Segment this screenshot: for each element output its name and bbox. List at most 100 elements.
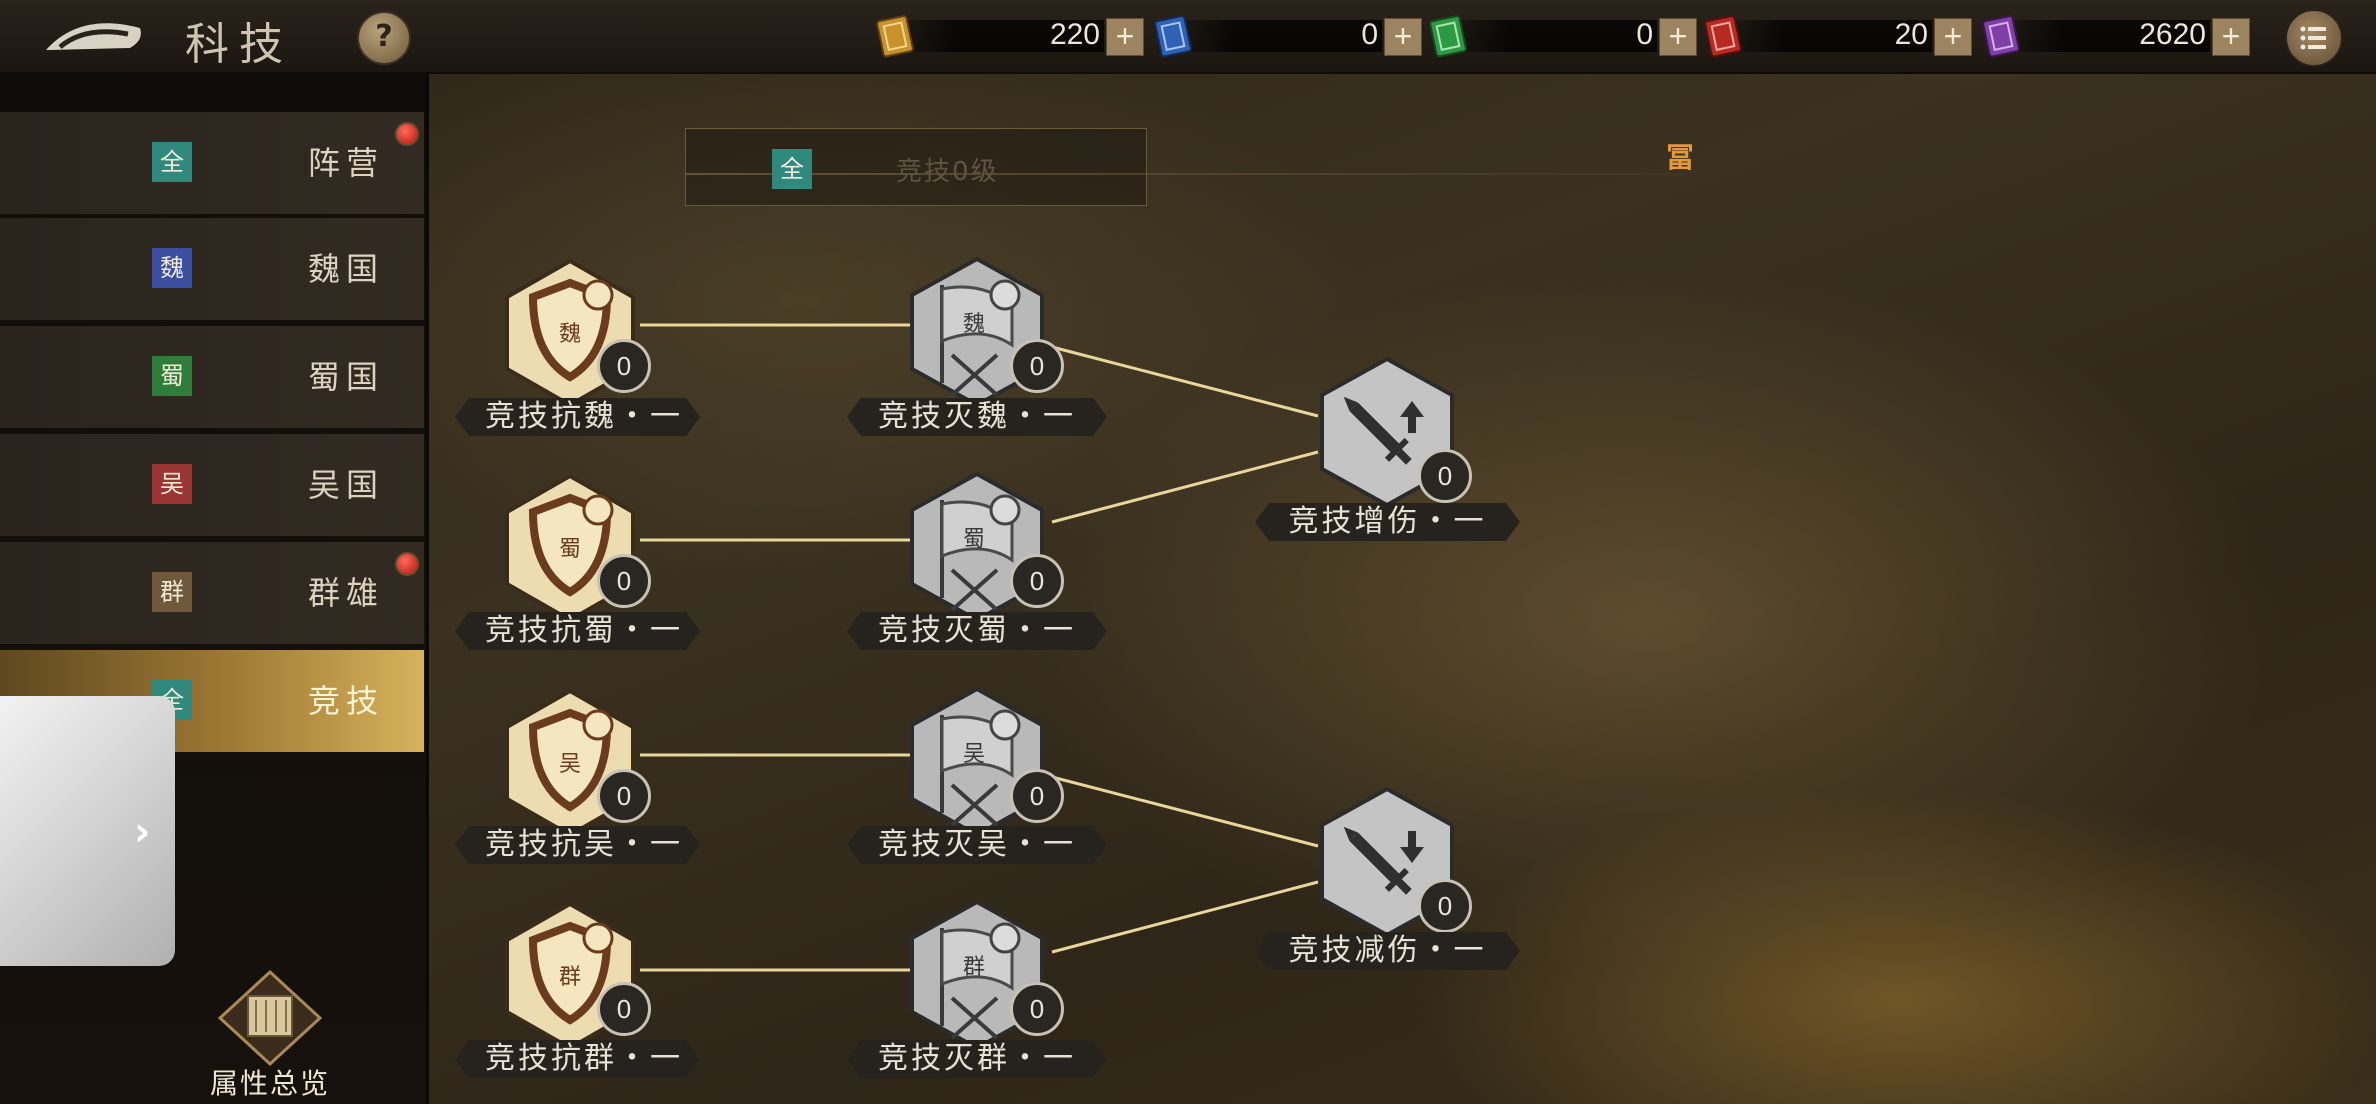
level-badge: 全 <box>772 149 812 189</box>
back-arrow-icon <box>46 23 141 50</box>
node-anti-wei[interactable]: 魏 0 <box>495 255 651 405</box>
svg-text:魏: 魏 <box>559 322 581 347</box>
level-mark: 冨 <box>1666 141 1695 174</box>
node-count: 0 <box>597 982 651 1036</box>
svg-text:群: 群 <box>559 965 581 990</box>
add-gold-button[interactable]: + <box>1106 18 1144 56</box>
scroll-book-icon <box>217 969 323 1067</box>
currency-purple: 2620 + <box>1978 14 2250 58</box>
node-label: 竞技灭蜀・一 <box>847 612 1107 650</box>
sidebar-item-wu[interactable]: 吴 吴国 <box>0 434 424 538</box>
qun-badge: 群 <box>152 572 192 612</box>
node-kill-wei[interactable]: 魏 0 <box>902 255 1064 405</box>
svg-text:群: 群 <box>963 955 985 980</box>
svg-text:魏: 魏 <box>963 312 985 337</box>
node-label: 竞技抗蜀・一 <box>455 612 700 650</box>
chevron-right-icon: › <box>134 809 151 855</box>
kill-wu-flag-icon: 吴 <box>910 686 1044 835</box>
help-button[interactable]: ? <box>357 11 411 65</box>
kill-shu-flag-icon: 蜀 <box>910 471 1044 620</box>
node-count: 0 <box>1010 982 1064 1036</box>
green-scroll-icon <box>1429 15 1467 58</box>
add-red-button[interactable]: + <box>1934 18 1972 56</box>
add-purple-button[interactable]: + <box>2212 18 2250 56</box>
connector-line <box>1051 880 1319 954</box>
node-damage-down[interactable]: 0 <box>1312 785 1472 935</box>
add-blue-button[interactable]: + <box>1384 18 1422 56</box>
node-kill-wu[interactable]: 吴 0 <box>902 685 1064 835</box>
currency-value: 0 <box>1636 18 1653 51</box>
add-green-button[interactable]: + <box>1659 18 1697 56</box>
node-kill-qun[interactable]: 群 0 <box>902 898 1064 1048</box>
connector-line <box>1051 775 1319 848</box>
currency-value: 2620 <box>2139 18 2206 51</box>
node-anti-qun[interactable]: 群 0 <box>495 898 651 1048</box>
svg-text:蜀: 蜀 <box>559 537 581 562</box>
purple-scroll-icon <box>1982 15 2020 58</box>
node-count: 0 <box>597 554 651 608</box>
node-damage-up[interactable]: 0 <box>1312 355 1472 505</box>
sidebar-item-qun[interactable]: 群 群雄 <box>0 542 424 646</box>
connector-line <box>1051 450 1319 524</box>
kill-wei-flag-icon: 魏 <box>910 256 1044 405</box>
node-label: 竞技增伤・一 <box>1255 503 1520 541</box>
page-title: 科技 <box>185 19 293 70</box>
node-count: 0 <box>597 339 651 393</box>
node-count: 0 <box>1418 449 1472 503</box>
node-count: 0 <box>1010 769 1064 823</box>
node-label: 竞技灭魏・一 <box>847 398 1107 436</box>
attribute-overview-label: 属性总览 <box>209 1067 330 1100</box>
faction-badge: 全 <box>152 142 192 182</box>
currency-value: 20 <box>1894 18 1928 51</box>
level-text: 竞技0级 <box>896 157 999 187</box>
sidebar-item-faction[interactable]: 全 阵营 <box>0 112 424 216</box>
side-drawer-handle[interactable]: › <box>0 696 175 966</box>
kill-qun-flag-icon: 群 <box>910 899 1044 1048</box>
node-label: 竞技灭群・一 <box>847 1040 1107 1078</box>
wu-badge: 吴 <box>152 464 192 504</box>
sidebar-item-label: 竞技 <box>308 682 385 720</box>
svg-text:蜀: 蜀 <box>963 527 985 552</box>
shu-badge: 蜀 <box>152 356 192 396</box>
svg-text:吴: 吴 <box>963 742 985 767</box>
currency-green: 0 + <box>1425 14 1697 58</box>
wei-badge: 魏 <box>152 248 192 288</box>
sidebar-item-label: 吴国 <box>308 466 385 504</box>
currency-value: 220 <box>1049 18 1100 51</box>
arena-level-box: 全 竞技0级 <box>685 128 1686 206</box>
sidebar-item-wei[interactable]: 魏 魏国 <box>0 218 424 322</box>
notification-dot <box>395 552 419 576</box>
node-anti-wu[interactable]: 吴 0 <box>495 685 651 835</box>
sidebar: 全 阵营 魏 魏国 蜀 蜀国 吴 吴国 群 群雄 全 竞技 <box>0 72 429 1104</box>
node-label: 竞技灭吴・一 <box>847 826 1107 864</box>
connector-line <box>1051 345 1319 418</box>
gold-scroll-icon <box>876 15 914 58</box>
notification-dot <box>395 122 419 146</box>
node-kill-shu[interactable]: 蜀 0 <box>902 470 1064 620</box>
node-label: 竞技减伤・一 <box>1255 932 1520 970</box>
node-count: 0 <box>1010 554 1064 608</box>
node-count: 0 <box>1418 879 1472 933</box>
sidebar-item-label: 群雄 <box>308 574 385 612</box>
menu-button[interactable] <box>2285 9 2343 67</box>
red-scroll-icon <box>1704 15 1742 58</box>
back-button[interactable] <box>40 14 150 58</box>
top-bar: 科技 ? 220 + 0 + 0 + 20 + 26 <box>0 0 2376 74</box>
blue-scroll-icon <box>1154 15 1192 58</box>
node-label: 竞技抗吴・一 <box>455 826 700 864</box>
currency-blue: 0 + <box>1150 14 1422 58</box>
node-count: 0 <box>1010 339 1064 393</box>
sidebar-item-shu[interactable]: 蜀 蜀国 <box>0 326 424 430</box>
svg-text:吴: 吴 <box>559 752 581 777</box>
node-label: 竞技抗魏・一 <box>455 398 700 436</box>
sidebar-item-label: 魏国 <box>308 250 385 288</box>
node-anti-shu[interactable]: 蜀 0 <box>495 470 651 620</box>
list-icon <box>2300 26 2326 50</box>
currency-value: 0 <box>1361 18 1378 51</box>
node-count: 0 <box>597 769 651 823</box>
sidebar-item-label: 阵营 <box>308 144 385 182</box>
sidebar-item-label: 蜀国 <box>308 358 385 396</box>
attribute-overview-button[interactable]: 属性总览 <box>190 969 350 1100</box>
